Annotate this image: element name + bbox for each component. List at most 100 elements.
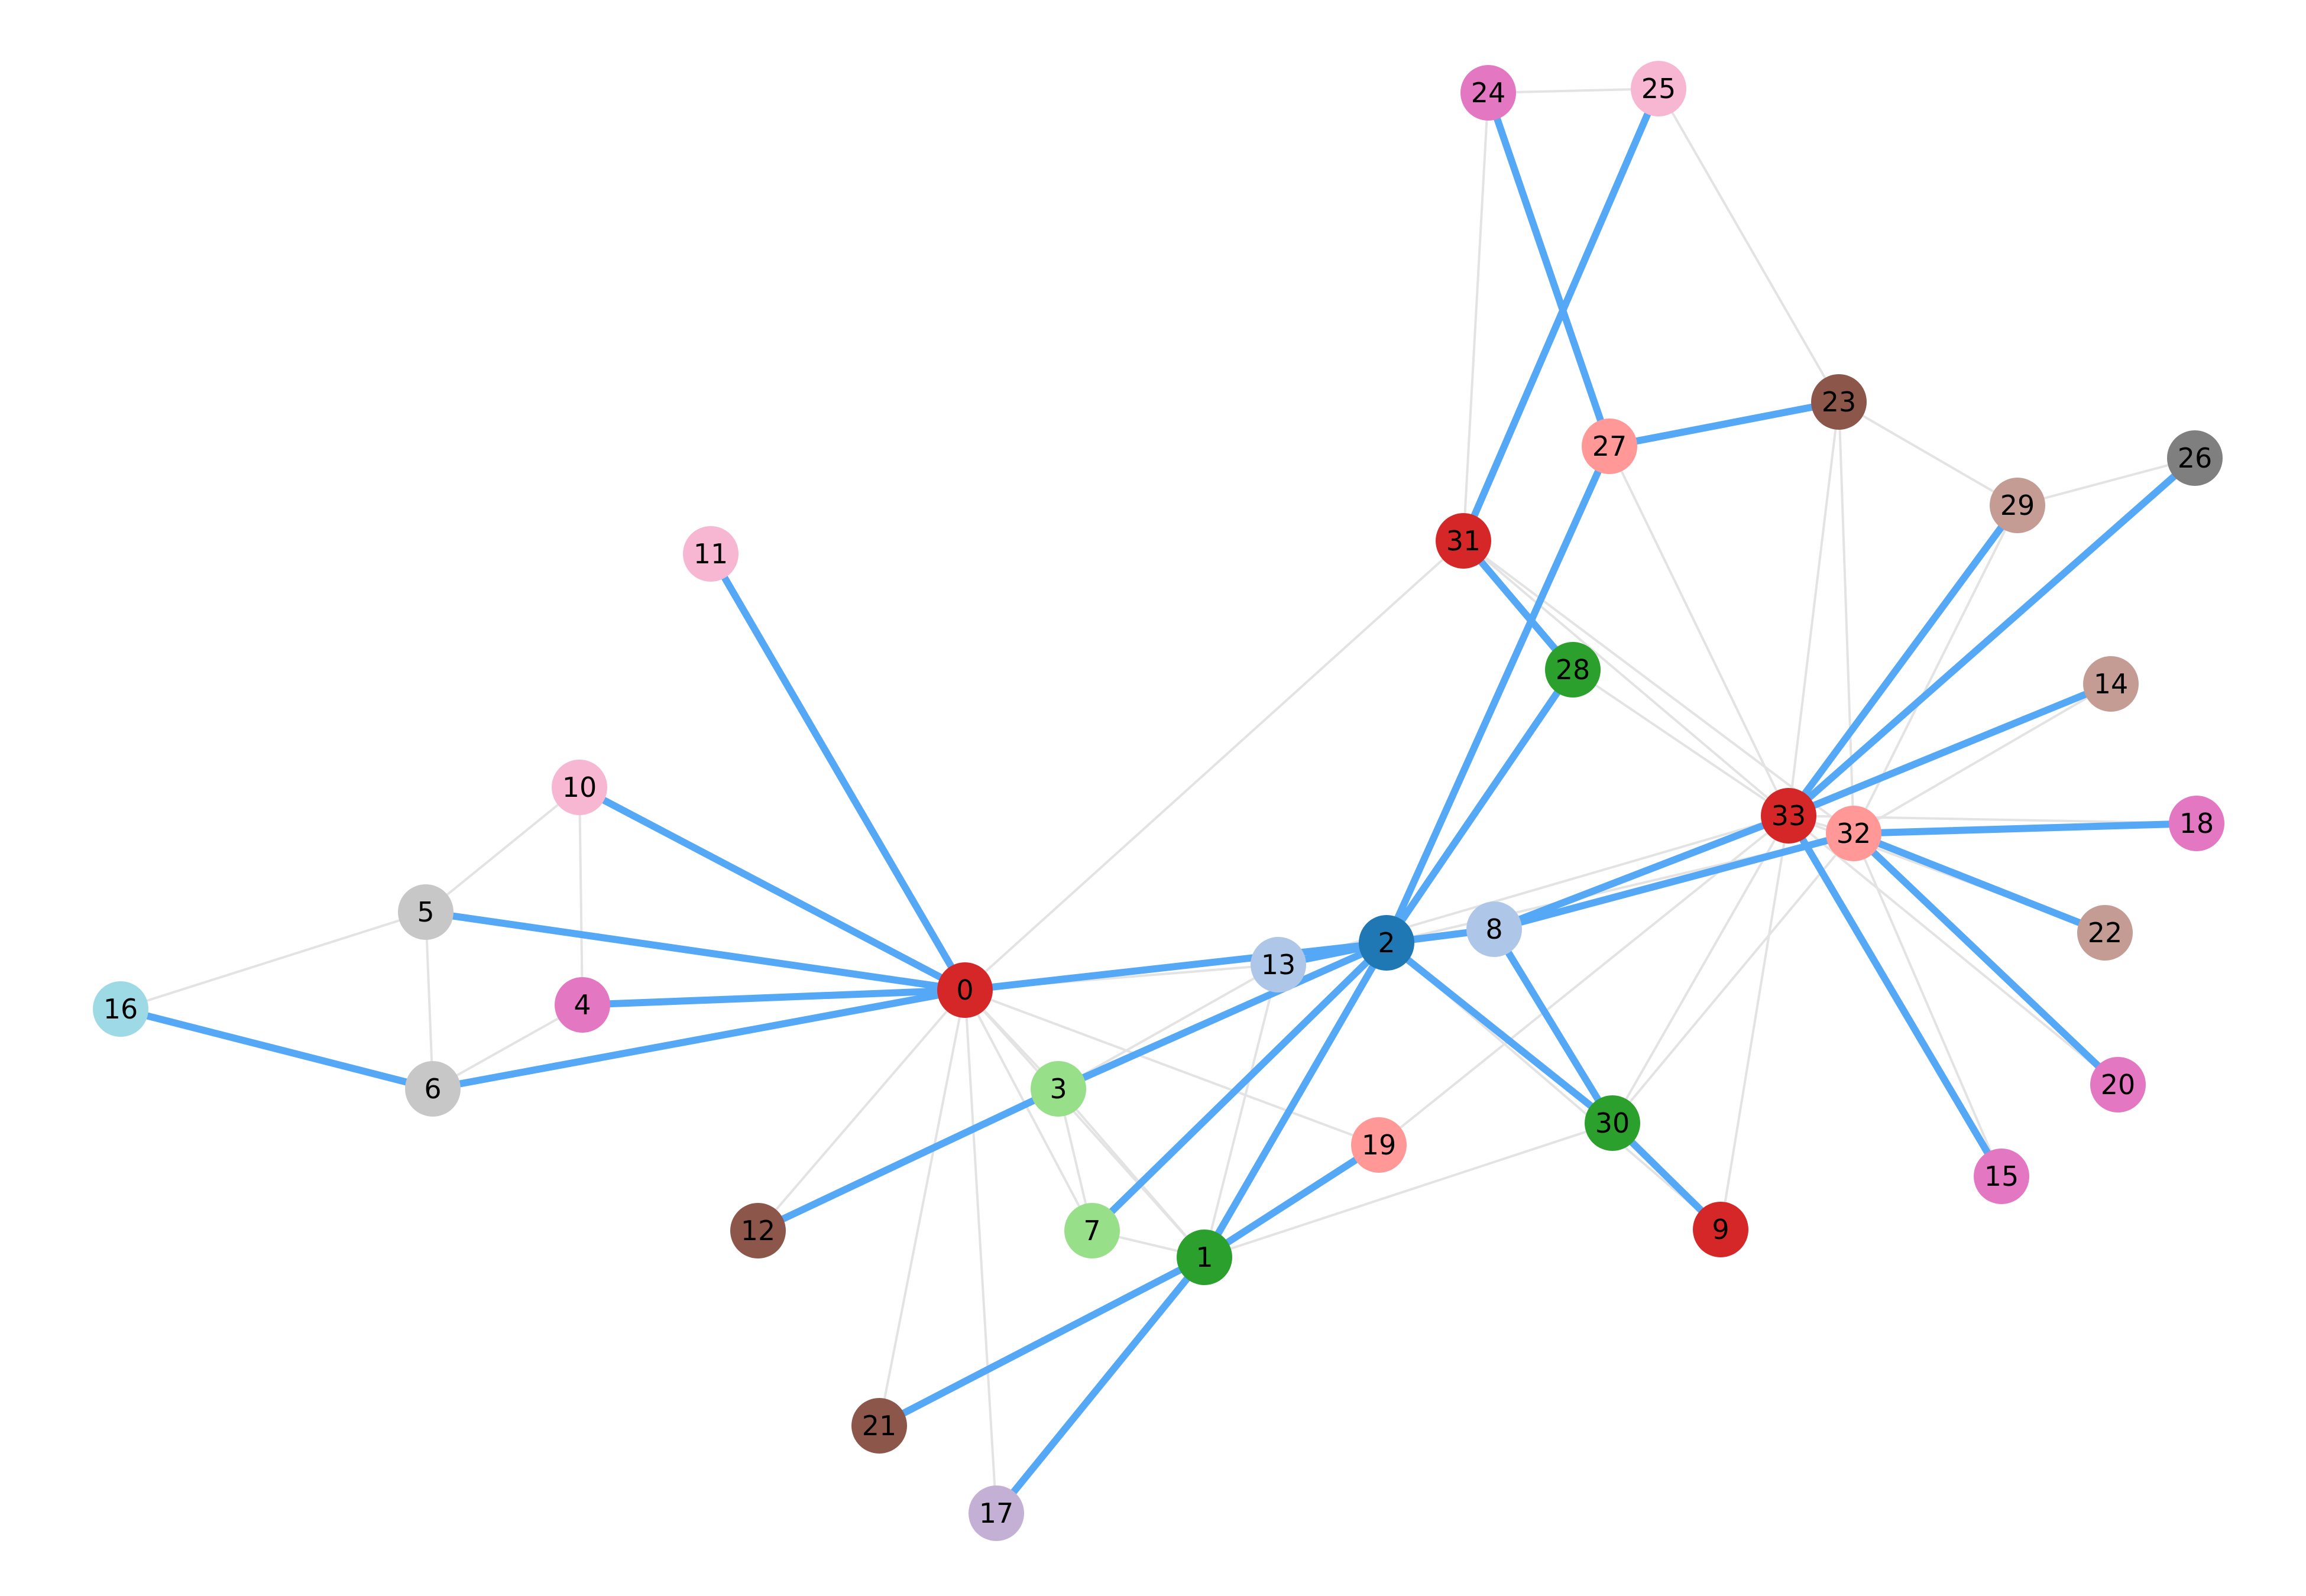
node-circle[interactable] bbox=[555, 977, 610, 1033]
node-circle[interactable] bbox=[1585, 1095, 1640, 1151]
node-0[interactable]: 0 bbox=[937, 962, 993, 1018]
node-21[interactable]: 21 bbox=[851, 1398, 907, 1454]
highlighted-edge-0-10 bbox=[576, 784, 969, 994]
node-9[interactable]: 9 bbox=[1693, 1202, 1748, 1257]
node-18[interactable]: 18 bbox=[2169, 796, 2224, 851]
node-circle[interactable] bbox=[2169, 796, 2224, 851]
highlighted-edge-0-2 bbox=[961, 939, 1390, 994]
highlighted-edge-6-16 bbox=[117, 1005, 436, 1092]
node-circle[interactable] bbox=[1693, 1202, 1748, 1257]
node-circle[interactable] bbox=[1990, 478, 2045, 533]
node-circle[interactable] bbox=[1359, 915, 1414, 971]
node-32[interactable]: 32 bbox=[1826, 806, 1881, 861]
node-circle[interactable] bbox=[969, 1485, 1024, 1541]
edge-30-33 bbox=[1611, 815, 1790, 1124]
node-circle[interactable] bbox=[851, 1398, 907, 1454]
node-12[interactable]: 12 bbox=[730, 1203, 786, 1258]
highlighted-edge-2-7 bbox=[1089, 939, 1390, 1234]
edge-23-29 bbox=[1838, 401, 2019, 507]
node-10[interactable]: 10 bbox=[552, 760, 607, 815]
node-circle[interactable] bbox=[93, 981, 148, 1037]
highlighted-edge-8-32 bbox=[1491, 830, 1857, 933]
node-circle[interactable] bbox=[2167, 430, 2223, 486]
edge-5-6 bbox=[425, 911, 434, 1090]
node-2[interactable]: 2 bbox=[1359, 915, 1414, 971]
node-label: 18 bbox=[2179, 807, 2214, 839]
node-circle[interactable] bbox=[552, 760, 607, 815]
edge-5-10 bbox=[425, 786, 581, 913]
node-26[interactable]: 26 bbox=[2167, 430, 2223, 486]
node-28[interactable]: 28 bbox=[1545, 642, 1601, 698]
highlighted-edge-27-24 bbox=[1485, 89, 1613, 450]
node-23[interactable]: 23 bbox=[1811, 374, 1867, 430]
highlighted-edges-layer bbox=[117, 85, 2200, 1517]
node-circle[interactable] bbox=[1582, 419, 1637, 474]
node-circle[interactable] bbox=[405, 1061, 461, 1117]
node-15[interactable]: 15 bbox=[1974, 1149, 2029, 1204]
edge-28-33 bbox=[1572, 669, 1790, 817]
node-circle[interactable] bbox=[1177, 1230, 1232, 1285]
edge-9-33 bbox=[1719, 815, 1790, 1231]
node-label: 31 bbox=[1446, 525, 1481, 557]
node-27[interactable]: 27 bbox=[1582, 419, 1637, 474]
edge-23-33 bbox=[1787, 401, 1840, 817]
node-3[interactable]: 3 bbox=[1031, 1061, 1086, 1117]
node-31[interactable]: 31 bbox=[1436, 513, 1491, 569]
node-circle[interactable] bbox=[1064, 1203, 1120, 1258]
node-circle[interactable] bbox=[398, 884, 454, 940]
node-circle[interactable] bbox=[1631, 61, 1686, 116]
edge-4-10 bbox=[578, 786, 584, 1006]
node-circle[interactable] bbox=[730, 1203, 786, 1258]
node-6[interactable]: 6 bbox=[405, 1061, 461, 1117]
node-22[interactable]: 22 bbox=[2077, 905, 2133, 961]
node-13[interactable]: 13 bbox=[1251, 937, 1306, 992]
node-label: 9 bbox=[1712, 1214, 1729, 1245]
node-circle[interactable] bbox=[2077, 905, 2133, 961]
node-25[interactable]: 25 bbox=[1631, 61, 1686, 116]
node-24[interactable]: 24 bbox=[1460, 65, 1516, 121]
node-19[interactable]: 19 bbox=[1351, 1117, 1407, 1173]
node-circle[interactable] bbox=[937, 962, 993, 1018]
node-circle[interactable] bbox=[2083, 656, 2139, 712]
node-30[interactable]: 30 bbox=[1585, 1095, 1640, 1151]
node-17[interactable]: 17 bbox=[969, 1485, 1024, 1541]
node-16[interactable]: 16 bbox=[93, 981, 148, 1037]
node-circle[interactable] bbox=[1031, 1061, 1086, 1117]
node-circle[interactable] bbox=[1436, 513, 1491, 569]
node-circle[interactable] bbox=[1761, 788, 1816, 844]
edge-0-31 bbox=[964, 540, 1465, 991]
node-circle[interactable] bbox=[1545, 642, 1601, 698]
node-label: 3 bbox=[1050, 1073, 1067, 1105]
highlighted-edge-32-18 bbox=[1850, 820, 2200, 837]
node-8[interactable]: 8 bbox=[1466, 901, 1522, 957]
node-label: 10 bbox=[562, 771, 597, 803]
node-circle[interactable] bbox=[2090, 1057, 2146, 1112]
node-circle[interactable] bbox=[1460, 65, 1516, 121]
node-circle[interactable] bbox=[1811, 374, 1867, 430]
node-circle[interactable] bbox=[1826, 806, 1881, 861]
node-label: 25 bbox=[1641, 73, 1676, 105]
node-5[interactable]: 5 bbox=[398, 884, 454, 940]
node-circle[interactable] bbox=[683, 526, 739, 582]
highlighted-edge-1-19 bbox=[1201, 1141, 1382, 1261]
node-1[interactable]: 1 bbox=[1177, 1230, 1232, 1285]
node-circle[interactable] bbox=[1466, 901, 1522, 957]
node-label: 21 bbox=[862, 1410, 897, 1442]
node-label: 6 bbox=[424, 1073, 441, 1105]
edge-20-33 bbox=[1787, 815, 2119, 1086]
node-4[interactable]: 4 bbox=[555, 977, 610, 1033]
node-29[interactable]: 29 bbox=[1990, 478, 2045, 533]
node-7[interactable]: 7 bbox=[1064, 1203, 1120, 1258]
edge-0-7 bbox=[964, 989, 1093, 1232]
node-circle[interactable] bbox=[1351, 1117, 1407, 1173]
node-14[interactable]: 14 bbox=[2083, 656, 2139, 712]
edge-0-19 bbox=[964, 989, 1380, 1146]
node-circle[interactable] bbox=[1251, 937, 1306, 992]
node-33[interactable]: 33 bbox=[1761, 788, 1816, 844]
node-circle[interactable] bbox=[1974, 1149, 2029, 1204]
node-20[interactable]: 20 bbox=[2090, 1057, 2146, 1112]
node-11[interactable]: 11 bbox=[683, 526, 739, 582]
highlighted-edge-0-4 bbox=[579, 987, 969, 1008]
edge-31-32 bbox=[1462, 540, 1855, 835]
highlighted-edge-2-30 bbox=[1383, 939, 1616, 1127]
